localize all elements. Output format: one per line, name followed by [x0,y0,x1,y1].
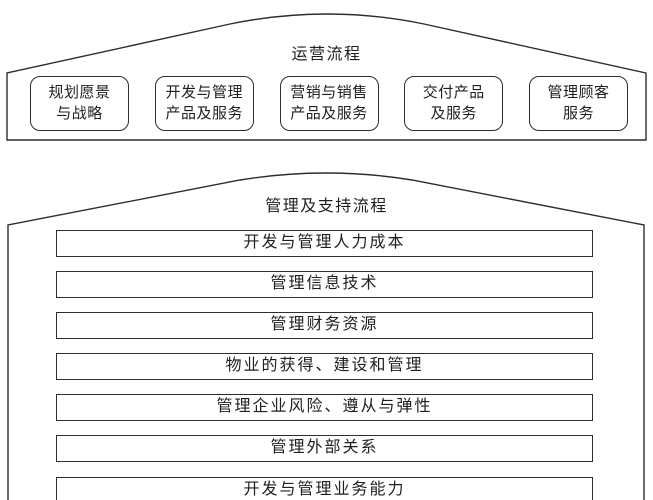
operating-box-line: 交付产品 [422,84,485,101]
operating-box-line: 及服务 [430,105,477,122]
operating-box-plan-vision-strategy: 规划愿景 与战略 [30,76,129,131]
support-processes-title: 管理及支持流程 [265,198,388,215]
support-bar-information-tech: 管理信息技术 [56,271,593,298]
operating-box-line: 营销与销售 [290,84,368,101]
operating-processes-title: 运营流程 [291,46,362,63]
operating-box-line: 管理顾客 [547,84,610,101]
operating-box-deliver-products-services: 交付产品 及服务 [404,76,504,131]
operating-box-line: 产品及服务 [290,105,368,122]
support-bar-financial-resources: 管理财务资源 [56,312,593,339]
operating-box-market-sell-products: 营销与销售 产品及服务 [279,76,379,131]
support-bar-business-capability: 开发与管理业务能力 [56,477,593,500]
support-bar-property: 物业的获得、建设和管理 [56,353,593,380]
support-bar-human-capital: 开发与管理人力成本 [56,230,593,257]
operating-process-boxes: 规划愿景 与战略 开发与管理 产品及服务 营销与销售 产品及服务 交付产品 及服… [30,76,628,131]
operating-box-line: 规划愿景 [48,84,111,101]
operating-box-line: 开发与管理 [165,84,243,101]
operating-box-manage-customer-service: 管理顾客 服务 [529,76,628,131]
operating-box-develop-manage-products: 开发与管理 产品及服务 [154,76,254,131]
support-bar-risk-compliance: 管理企业风险、遵从与弹性 [56,394,593,421]
operating-box-line: 服务 [562,105,594,122]
support-bar-external-relations: 管理外部关系 [56,435,593,462]
operating-box-line: 产品及服务 [165,105,243,122]
operating-box-line: 与战略 [56,105,103,122]
